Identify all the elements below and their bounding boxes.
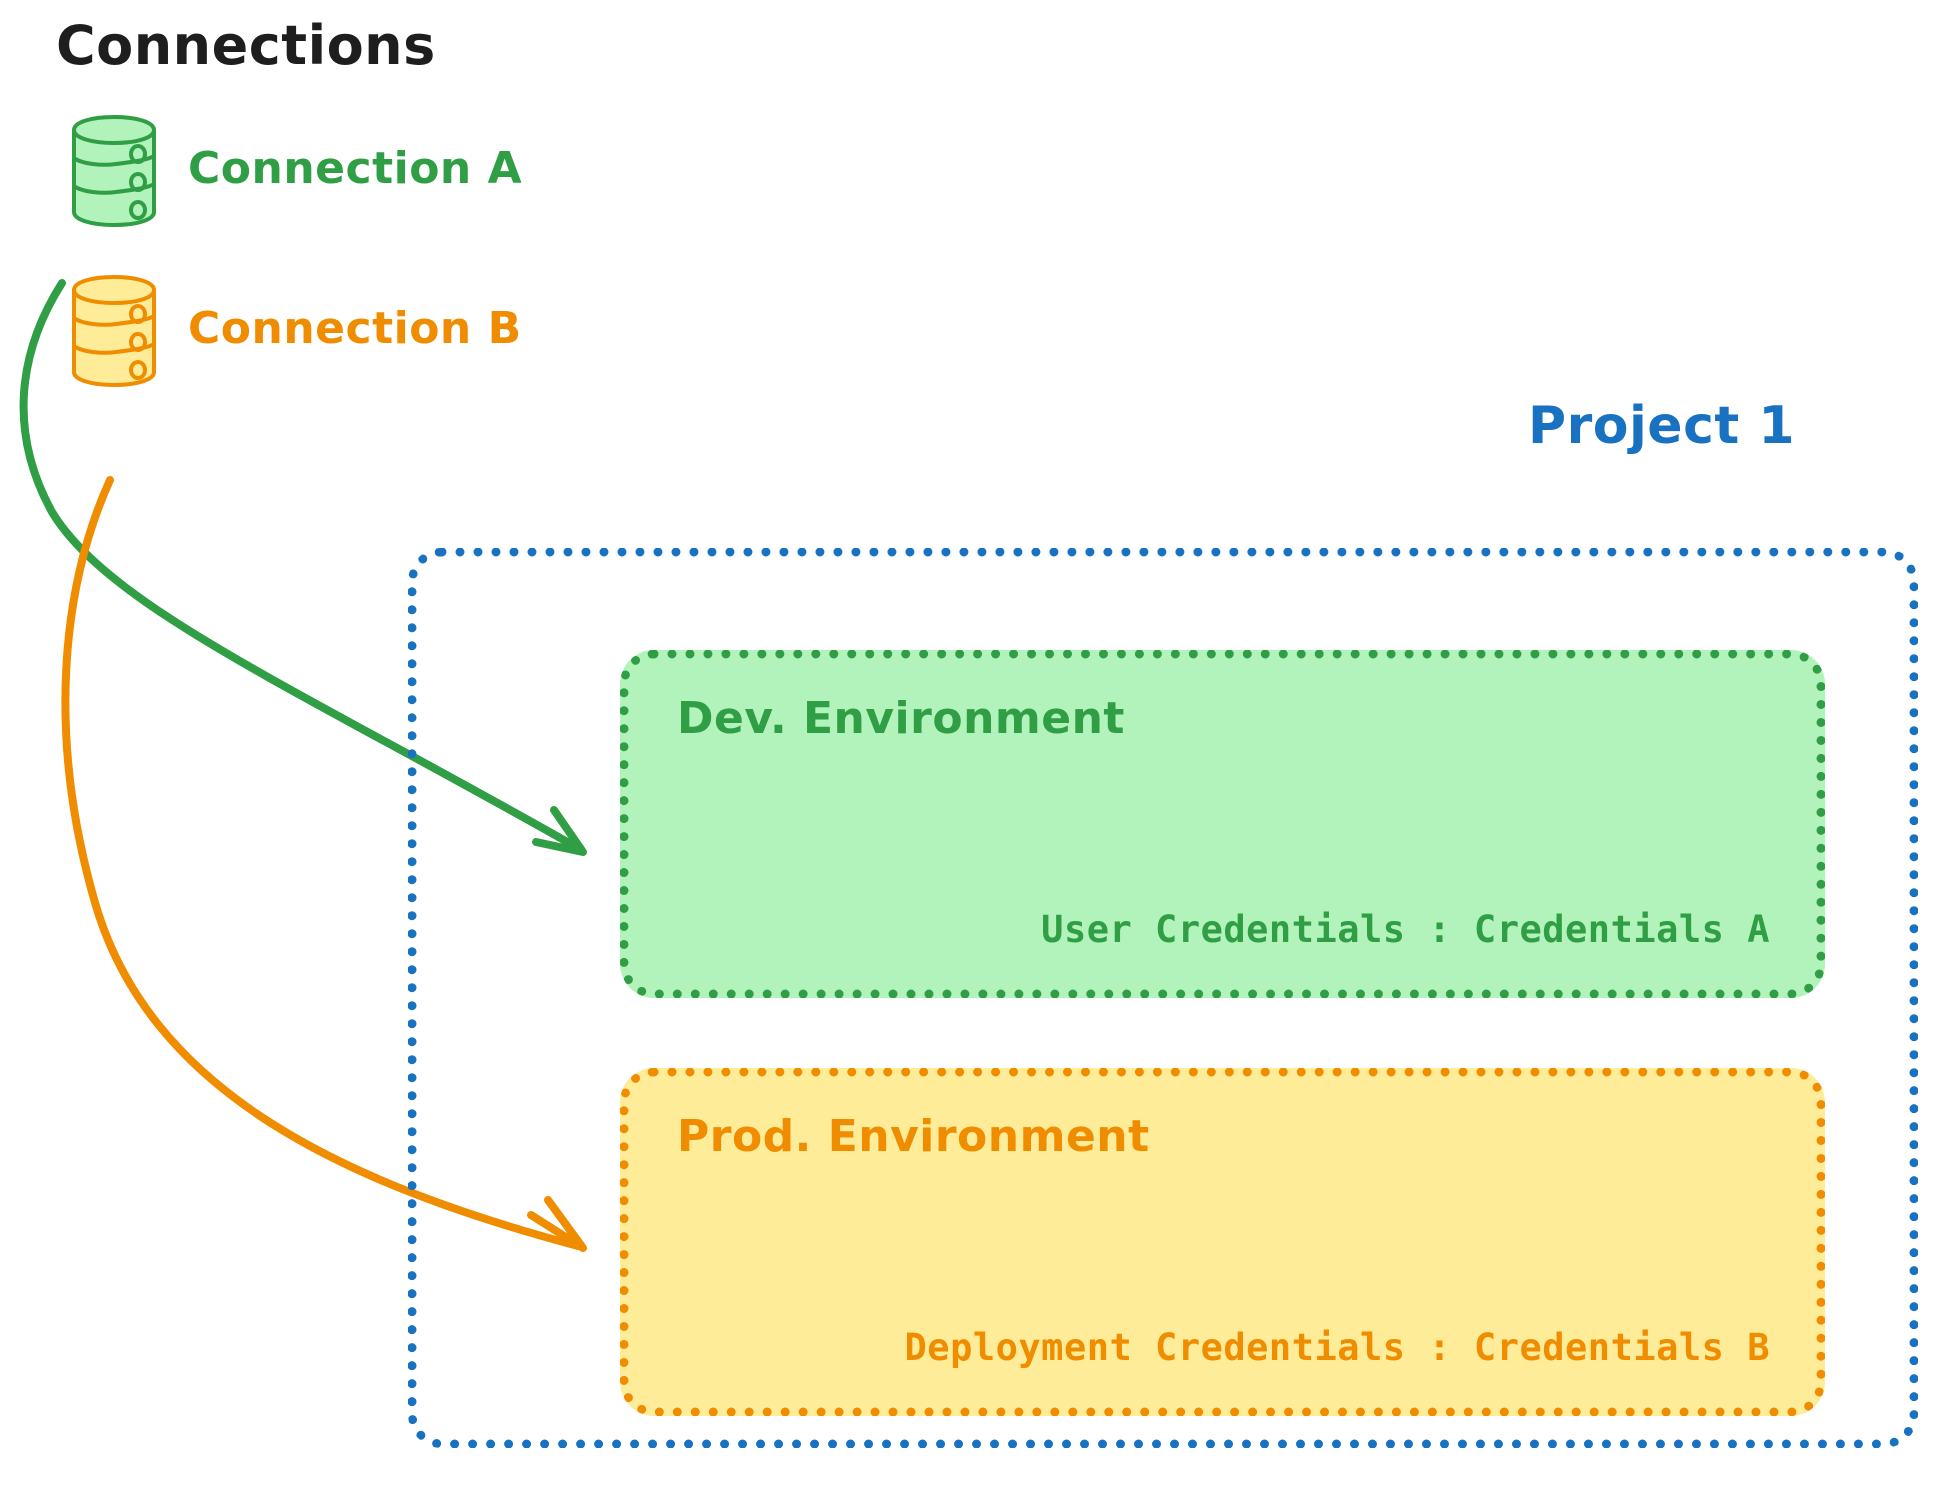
page-title: Connections (56, 14, 436, 77)
prod-environment-credentials: Deployment Credentials : Credentials B (904, 1326, 1770, 1369)
connection-item-a[interactable]: Connection A (68, 112, 522, 230)
project-title: Project 1 (1528, 396, 1796, 456)
dev-environment-title: Dev. Environment (677, 693, 1125, 744)
dev-environment-box[interactable]: Dev. Environment User Credentials : Cred… (620, 650, 1825, 998)
arrow-connection-b-to-prod (61, 476, 587, 1252)
prod-environment-box[interactable]: Prod. Environment Deployment Credentials… (620, 1068, 1825, 1416)
database-cylinder-icon (72, 275, 156, 387)
dev-environment-credentials: User Credentials : Credentials A (1041, 908, 1770, 951)
arrow-connection-a-to-dev (19, 279, 587, 856)
project-container (408, 548, 1918, 1448)
prod-environment-title: Prod. Environment (677, 1111, 1150, 1162)
connection-item-b[interactable]: Connection B (68, 272, 522, 390)
database-cylinder-icon (72, 115, 156, 227)
connection-a-label: Connection A (188, 142, 523, 194)
connection-b-label: Connection B (188, 302, 522, 354)
